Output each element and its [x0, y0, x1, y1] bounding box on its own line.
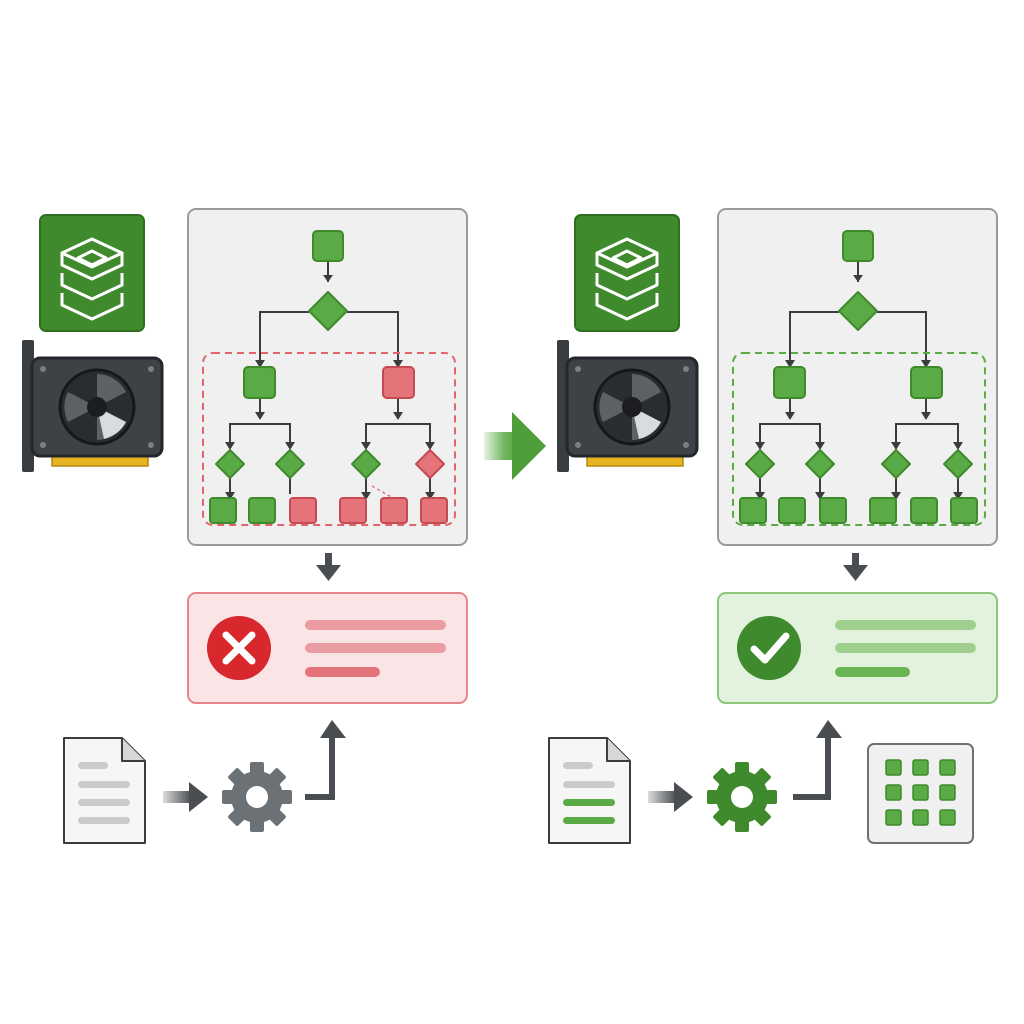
gpu-card-icon	[557, 340, 699, 472]
branch-node-right	[910, 366, 943, 399]
check-icon	[737, 616, 801, 680]
root-decision	[838, 291, 878, 331]
decision-node	[275, 449, 305, 479]
text-line	[305, 667, 380, 677]
leaf-node	[420, 497, 448, 524]
leaf-node	[380, 497, 408, 524]
arrow-icon	[793, 720, 842, 800]
tree-nodes	[739, 230, 978, 524]
decision-node	[943, 449, 973, 479]
arrow-icon	[305, 720, 346, 800]
decision-node	[215, 449, 245, 479]
leaf-node	[778, 497, 806, 524]
leaf-node	[739, 497, 767, 524]
root-node	[312, 230, 344, 262]
text-line	[835, 643, 976, 653]
result-error-box	[187, 592, 468, 704]
grid-icon	[867, 743, 974, 844]
text-line	[835, 620, 976, 630]
decision-node	[351, 449, 381, 479]
decision-node	[745, 449, 775, 479]
error-icon	[207, 616, 271, 680]
result-success-box	[717, 592, 998, 704]
decision-node	[805, 449, 835, 479]
text-line	[305, 643, 446, 653]
decision-tree	[755, 262, 963, 500]
stack-logo-icon	[574, 214, 680, 332]
arrow-icon	[484, 412, 546, 480]
document-icon	[63, 737, 146, 844]
leaf-node	[869, 497, 897, 524]
stack-logo-icon	[39, 214, 145, 332]
branch-node-left	[773, 366, 806, 399]
arrow-icon	[163, 782, 208, 812]
leaf-node	[339, 497, 367, 524]
gpu-card-icon	[22, 340, 164, 472]
root-node	[842, 230, 874, 262]
leaf-node	[819, 497, 847, 524]
panel-before	[187, 208, 468, 546]
tree-nodes	[209, 230, 448, 524]
branch-node-left	[243, 366, 276, 399]
document-icon	[548, 737, 631, 844]
branch-node-right	[382, 366, 415, 399]
leaf-node	[289, 497, 317, 524]
text-line	[305, 620, 446, 630]
root-decision	[308, 291, 348, 331]
subtree-region	[202, 352, 456, 526]
gear-icon	[222, 762, 292, 832]
leaf-node	[910, 497, 938, 524]
leaf-node	[950, 497, 978, 524]
decision-node	[881, 449, 911, 479]
leaf-node	[209, 497, 237, 524]
arrow-icon	[648, 782, 693, 812]
subtree-region	[732, 352, 986, 526]
arrow-icon	[843, 553, 868, 581]
gear-icon	[707, 762, 777, 832]
decision-node	[415, 449, 445, 479]
panel-after	[717, 208, 998, 546]
arrow-icon	[316, 553, 341, 581]
text-line	[835, 667, 910, 677]
decision-tree	[225, 262, 435, 500]
leaf-node	[248, 497, 276, 524]
